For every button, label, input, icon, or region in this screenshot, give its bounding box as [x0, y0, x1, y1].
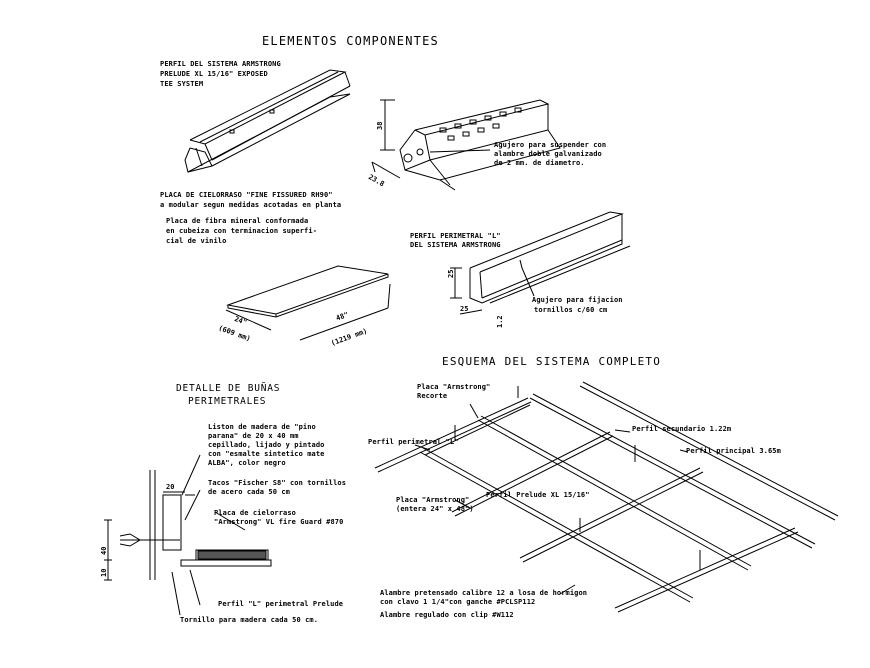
detail-wood-line3: cepillado, lijado y pintado: [208, 441, 325, 449]
profile-label-line2: PRELUDE XL 15/16" EXPOSED: [160, 70, 268, 78]
detail-plate-hatch: [197, 550, 267, 560]
system-placa-line2: Recorte: [417, 392, 448, 400]
l-profile-note-line1: Agujero para fijacion: [532, 296, 623, 304]
detail-tacos-line1: Tacos "Fischer S8" con tornillos: [208, 479, 347, 487]
detail-title-line1: DETALLE DE BUÑAS: [176, 383, 281, 394]
l-profile-label-line1: PERFIL PERIMETRAL "L": [410, 232, 501, 240]
l-profile-note-line2: tornillos c/60 cm: [534, 306, 608, 314]
system-alambre-line3: Alambre regulado con clip #W112: [380, 611, 514, 619]
system-principal-label: Perfil principal 3.65m: [686, 447, 781, 455]
detail-tacos-line2: de acero cada 50 cm: [208, 488, 290, 496]
system-perimetral-label: Perfil perimetral "L": [368, 438, 459, 446]
detail-wood-line2: parana" de 20 x 40 mm: [208, 432, 299, 440]
detail-placa-line2: "Armstrong" VL fire Guard #870: [214, 518, 344, 526]
l-profile-width-dim: 25: [460, 305, 469, 313]
system-alambre-line2: con clavo 1 1/4"con ganche #PCLSP112: [380, 598, 536, 606]
l-profile-label-line2: DEL SISTEMA ARMSTRONG: [410, 241, 501, 249]
detail-wood-line1: Liston de madera de "pino: [208, 423, 316, 431]
detail-dim-40: 40: [100, 546, 108, 555]
system-placa-entera-line1: Placa "Armstrong": [396, 496, 470, 504]
hole-note-line1: Agujero para suspender con: [494, 141, 607, 149]
ceiling-plate-drawing: [225, 265, 391, 341]
system-prelude-label: Perfil Prelude XL 15/16": [486, 491, 590, 499]
system-secundario-label: Perfil secundario 1.22m: [632, 425, 732, 433]
tee-slotted-drawing: [371, 99, 561, 191]
detail-section-drawing: [104, 454, 272, 616]
system-alambre-line1: Alambre pretensado calibre 12 a losa de …: [380, 589, 588, 597]
profile-label-line3: TEE SYSTEM: [160, 80, 204, 88]
l-profile-drawing: [450, 211, 631, 315]
detail-dim-20: 20: [166, 483, 175, 491]
plate-label-line1: PLACA DE CIELORRASO "FINE FISSURED RH90": [160, 191, 333, 199]
system-grid-drawing: [374, 381, 839, 613]
detail-tornillo: Tornillo para madera cada 50 cm.: [180, 616, 319, 624]
plate-label-line3: Placa de fibra mineral conformada: [166, 217, 309, 225]
plate-label-line5: cial de vinilo: [166, 237, 227, 245]
detail-perfil-l: Perfil "L" perimetral Prelude: [218, 600, 344, 608]
tee-height-dim: 38: [376, 121, 384, 130]
hole-note-line2: alambre doble galvanizado: [494, 150, 602, 158]
detail-placa-line1: Placa de cielorraso: [214, 509, 296, 517]
profile-label-line1: PERFIL DEL SISTEMA ARMSTRONG: [160, 60, 281, 68]
l-profile-height-dim: 25: [447, 269, 455, 278]
l-profile-thickness-dim: 1.2: [496, 315, 504, 328]
system-title: ESQUEMA DEL SISTEMA COMPLETO: [442, 355, 662, 368]
plate-label-line2: a modular segun medidas acotadas en plan…: [160, 201, 342, 209]
tee-profile-drawing: [184, 69, 351, 173]
system-placa-entera-line2: (entera 24" x 48"): [396, 505, 474, 513]
system-placa-line1: Placa "Armstrong": [417, 383, 491, 391]
plate-label-line4: en cubeiza con terminacion superfi-: [166, 227, 318, 235]
detail-dim-10: 10: [100, 568, 108, 577]
detail-title-line2: PERIMETRALES: [188, 396, 267, 407]
hole-note-line3: de 2 mm. de diametro.: [494, 159, 585, 167]
detail-wood-line4: con "esmalte sintetico mate: [208, 450, 325, 458]
main-title: ELEMENTOS COMPONENTES: [262, 34, 439, 48]
detail-wood-line5: ALBA", color negro: [208, 459, 286, 467]
